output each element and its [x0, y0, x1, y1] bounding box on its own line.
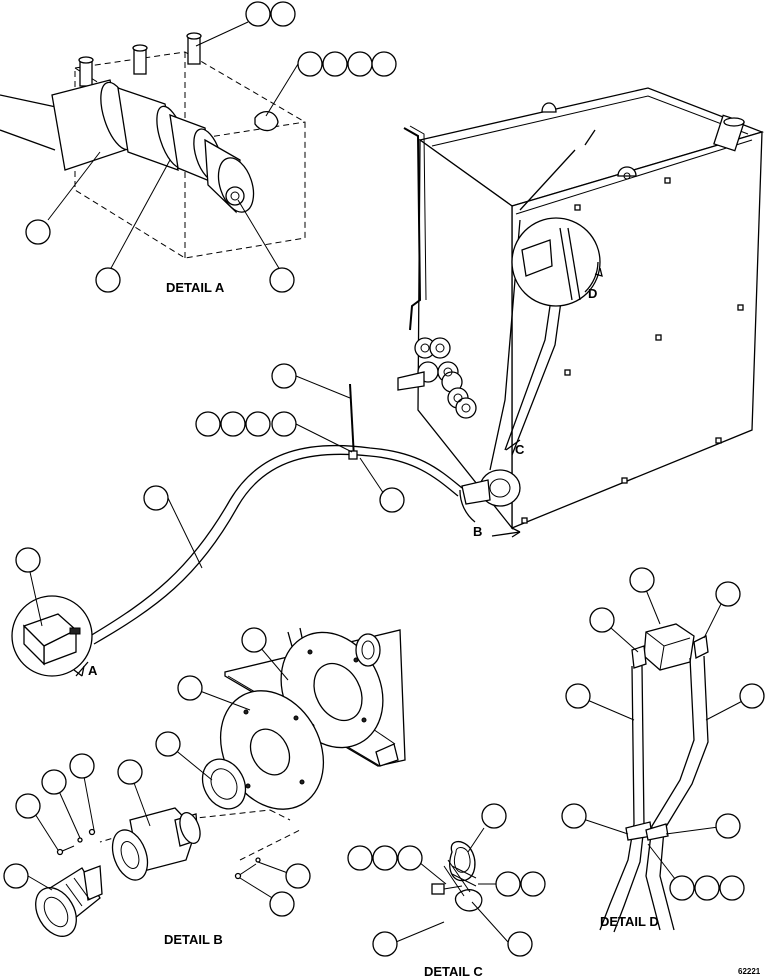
callout-balloon: [715, 581, 741, 607]
detail-a-title: DETAIL A: [166, 280, 225, 295]
view-arrows: D C B: [459, 261, 603, 539]
callout-balloon: [322, 51, 348, 77]
callout-balloon: [285, 863, 311, 889]
cable-connector-body: [51, 79, 255, 214]
callout-balloon: [25, 219, 51, 245]
callout-balloon: [719, 875, 745, 901]
clamp-bolt: [431, 883, 463, 895]
figure-number: 62221: [738, 967, 761, 976]
view-d-inset: [511, 217, 601, 307]
stud-fastener: [132, 44, 148, 75]
hose: [599, 665, 645, 933]
washer: [77, 837, 83, 843]
callout-balloon: [481, 803, 507, 829]
view-b-callout: B: [473, 524, 482, 539]
hose-clamp: [625, 821, 669, 841]
callout-balloon: [669, 875, 695, 901]
lifting-eye: [617, 166, 637, 180]
detail-d-title: DETAIL D: [600, 914, 659, 929]
receptacle-connector: [111, 807, 201, 881]
callout-balloon: [589, 607, 615, 633]
main-cable: [89, 383, 463, 645]
callout-balloon: [372, 931, 398, 957]
callout-balloons: [3, 1, 765, 957]
callout-balloon: [715, 813, 741, 839]
callout-balloon: [241, 627, 267, 653]
callout-balloon: [297, 51, 323, 77]
callout-balloon: [372, 845, 398, 871]
callout-balloon: [371, 51, 397, 77]
cable-gland: [461, 469, 521, 507]
callout-balloon: [347, 845, 373, 871]
detail-c-assembly: [431, 841, 483, 912]
callout-balloon: [41, 769, 67, 795]
callout-balloon: [177, 675, 203, 701]
callout-balloon: [347, 51, 373, 77]
callout-balloon: [195, 411, 221, 437]
detail-b-title: DETAIL B: [164, 932, 223, 947]
callout-balloon: [629, 567, 655, 593]
callout-balloon: [15, 547, 41, 573]
electrical-enclosure: [397, 87, 765, 530]
screw: [234, 857, 261, 880]
cable-clamp: [443, 841, 483, 912]
view-a-inset: A: [11, 595, 98, 678]
callout-balloon: [245, 1, 271, 27]
hose: [645, 655, 709, 931]
callout-balloon: [155, 731, 181, 757]
mounting-flange: [219, 690, 325, 810]
callout-balloon: [95, 267, 121, 293]
callout-balloon: [3, 863, 29, 889]
callout-balloon: [694, 875, 720, 901]
callout-balloon: [379, 487, 405, 513]
callout-balloon: [269, 891, 295, 917]
callout-balloon: [520, 871, 546, 897]
callout-balloon: [220, 411, 246, 437]
stud-fastener: [186, 32, 202, 65]
breather-fitting: [713, 114, 745, 152]
callout-balloon: [69, 753, 95, 779]
screw: [56, 845, 75, 856]
callout-balloon: [565, 683, 591, 709]
callout-balloon: [507, 931, 533, 957]
callout-balloon: [269, 267, 295, 293]
lifting-eye: [541, 102, 557, 113]
callout-balloon: [245, 411, 271, 437]
callout-balloon: [15, 793, 41, 819]
detail-b-assembly: [35, 627, 406, 937]
callout-balloon: [271, 411, 297, 437]
callout-balloon: [561, 803, 587, 829]
callout-balloon: [271, 363, 297, 389]
callout-balloon: [117, 759, 143, 785]
main-leaders: [29, 375, 389, 627]
junction-block: [643, 623, 695, 671]
detail-a-leaders: [47, 21, 299, 271]
stud-fastener: [78, 56, 94, 87]
gasket: [201, 758, 247, 810]
view-d-callout: D: [588, 286, 597, 301]
panel-grommet: [355, 633, 381, 667]
cable-clip: [254, 111, 279, 132]
detail-c-title: DETAIL C: [424, 964, 483, 977]
detail-d-assembly: [599, 623, 709, 933]
hose-fitting: [631, 635, 709, 669]
callout-balloon: [495, 871, 521, 897]
view-c-callout: C: [515, 442, 525, 457]
callout-balloon: [397, 845, 423, 871]
callout-balloon: [270, 1, 296, 27]
callout-balloon: [143, 485, 169, 511]
view-a-callout: A: [88, 663, 98, 678]
enclosure-fasteners: [521, 177, 744, 524]
plug-connector: [35, 865, 103, 937]
detail-a-assembly: [0, 32, 306, 259]
nut: [88, 828, 96, 836]
callout-balloon: [739, 683, 765, 709]
